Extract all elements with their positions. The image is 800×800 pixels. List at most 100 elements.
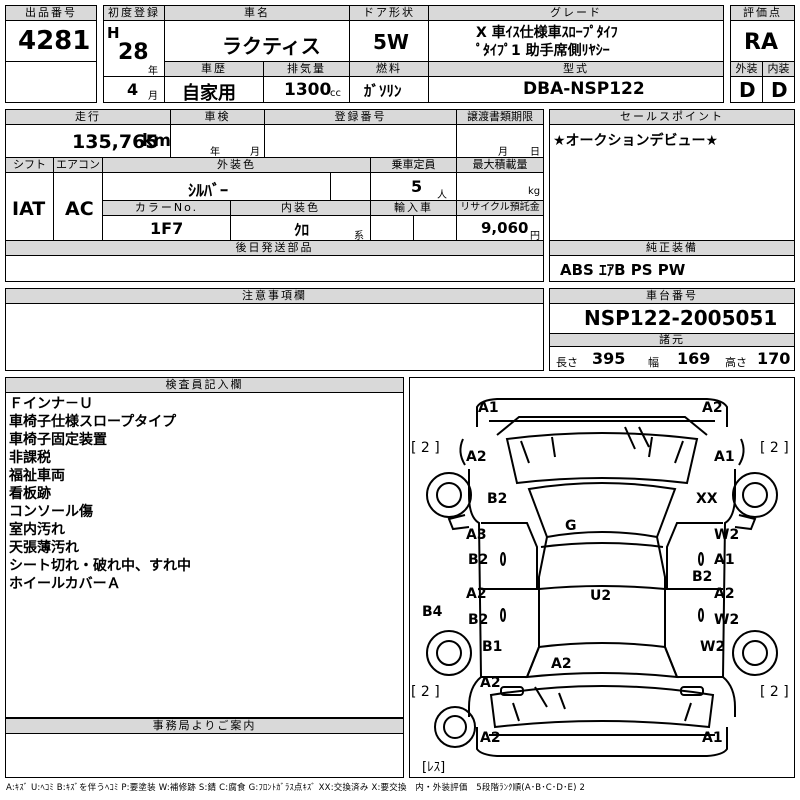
car-diagram-frame [409,377,795,778]
interior-color-unit: 系 [354,231,364,242]
max-load-header: 最大積載量 [456,157,544,173]
damage-mark: B2 [468,552,489,568]
damage-mark: A1 [478,400,499,416]
grade-line-2: ﾟﾀｲﾌﾟ1 助手席側ﾘﾔｼｰ [476,43,610,59]
later-parts-header: 後日発送部品 [5,240,544,256]
interior-grade-value: D [771,78,788,102]
specs-header: 諸元 [549,333,795,347]
model-cell [428,76,724,103]
inspector-line: 車椅子固定装置 [9,432,107,448]
damage-mark: XX [696,491,718,507]
genuine-equipment-header: 純正装備 [549,240,795,256]
interior-grade-cell [762,76,795,103]
mileage-unit: km [142,131,172,151]
color-number-header: カラーNo. [102,200,231,216]
damage-mark: G [565,518,577,534]
damage-mark: B1 [482,639,503,655]
shift-value: IAT [12,198,46,220]
first-registration-year: 28 [118,40,149,65]
damage-mark: A2 [551,656,572,672]
notes-cell [5,303,544,371]
specs-length: 395 [592,349,626,368]
history-header: 車歴 [164,61,264,77]
specs-width-label: 幅 [648,356,659,369]
transfer-day-unit: 日 [530,147,540,158]
transfer-header: 譲渡書類期限 [456,109,544,125]
inspector-notes: Ｆインナ－Ｕ 車椅子仕様スロープタイプ 車椅子固定装置 非課税 福祉車両 看板跡… [9,395,191,593]
inspector-line: コンソール傷 [9,504,93,520]
inspector-line: ホイールカバーＡ [9,576,121,592]
inspection-header: 車検 [170,109,265,125]
specs-height-label: 高さ [725,356,747,369]
exterior-grade-value: D [739,78,756,102]
inspection-month-unit: 月 [250,147,260,158]
specs-cell [549,346,795,371]
import-divider [413,215,414,241]
damage-mark: B2 [468,612,489,628]
tire-front-right: [ 2 ] [760,440,789,456]
recycle-unit: 円 [530,231,540,242]
notes-header: 注意事項欄 [5,288,544,304]
chassis-value: NSP122-2005051 [584,306,778,330]
genuine-equipment-cell [549,255,795,282]
interior-color-header: 内装色 [230,200,371,216]
fuel-value: ｶﾞｿﾘﾝ [364,82,402,100]
damage-mark: W2 [714,527,740,543]
mileage-value: 135,765 [72,131,159,153]
specs-height: 170 [757,349,791,368]
damage-mark: A2 [702,400,723,416]
damage-mark: A1 [714,552,735,568]
inspector-header: 検査員記入欄 [5,377,404,393]
office-header: 事務局よりご案内 [5,718,404,734]
damage-mark: A1 [714,449,735,465]
grade-line-1: X 車ｲｽ仕様車ｽﾛｰﾌﾟﾀｲﾌ [476,25,618,41]
specs-width: 169 [677,349,711,368]
shift-header: シフト [5,157,54,173]
first-registration-month-unit: 月 [148,91,158,102]
lot-number-blank [5,61,97,103]
score-header: 評価点 [730,5,795,21]
damage-mark: A2 [480,730,501,746]
tire-rear-right: [ 2 ] [760,684,789,700]
car-name: ラクティス [222,34,321,58]
registration-cell [264,124,457,158]
door-type-header: ドア形状 [349,5,429,21]
interior-grade-header: 内装 [762,61,795,77]
genuine-equipment-value: ABS ｴｱB PS PW [560,261,686,279]
history-value: 自家用 [182,83,236,104]
spare-tire-label: [ﾚｽ] [422,760,446,775]
later-parts-cell [5,255,544,282]
inspector-line: シート切れ・破れ中、すれ中 [9,558,191,574]
tire-rear-left: [ 2 ] [411,684,440,700]
displacement-header: 排気量 [263,61,350,77]
capacity-value: 5 [411,177,423,196]
exterior-grade-header: 外装 [730,61,763,77]
damage-mark: A2 [466,586,487,602]
damage-mark: A3 [466,527,487,543]
color-number-value: 1F7 [150,219,184,238]
door-type: 5W [373,30,409,54]
sales-point-value: ★オークションデビュー★ [553,133,719,149]
model-value: DBA-NSP122 [523,79,645,99]
first-registration-era: H [107,24,120,42]
damage-mark: B2 [487,491,508,507]
damage-mark: A2 [714,586,735,602]
damage-mark: A2 [466,449,487,465]
first-registration-month: 4 [127,80,139,99]
aircon-value: AC [65,198,94,220]
car-diagram [426,398,778,757]
max-load-unit: kg [528,186,541,197]
grade-header: グレード [428,5,724,21]
office-cell [5,733,404,778]
recycle-header: リサイクル預託金 [456,200,544,216]
damage-mark: W2 [714,612,740,628]
damage-mark: A2 [480,675,501,691]
damage-mark: B2 [692,569,713,585]
score-value: RA [744,30,778,55]
capacity-header: 乗車定員 [370,157,457,173]
lot-number-header: 出品番号 [5,5,97,21]
transfer-month-unit: 月 [498,147,508,158]
displacement-unit: cc [330,88,341,99]
exterior-color-divider [330,172,331,201]
tire-front-left: [ 2 ] [411,440,440,456]
